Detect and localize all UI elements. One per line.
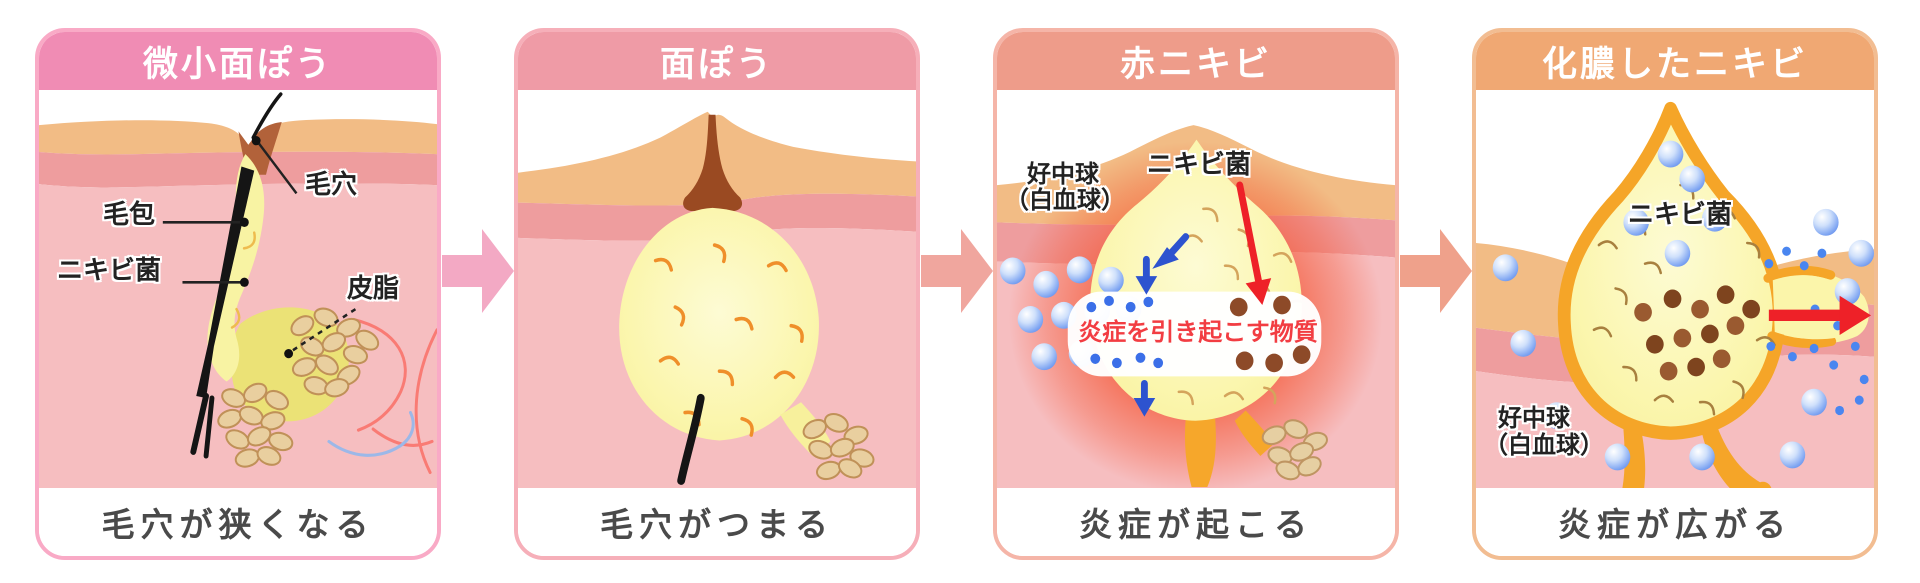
panel-pus-pimple: 化膿したニキビ [1472,28,1878,560]
rupture-lips [1763,265,1837,349]
panel-comedo-caption: 毛穴がつまる [518,488,916,556]
follicle-sac [207,154,265,382]
label-inflammation-substance: 炎症を引き起こす物質 [1078,318,1318,346]
panel-comedo-title: 面ぽう [518,32,916,90]
red-arrow-icon [1768,295,1872,336]
inflammation-box [1067,291,1322,377]
flow-arrow-2 [920,229,993,313]
flow-arrow-3-wrap [1399,28,1472,560]
flow-arrow-3 [1399,229,1472,313]
label-pore: 毛穴 [305,170,358,200]
surface-hair [251,92,283,140]
pore-plug [683,114,743,211]
label-sebum: 皮脂 [347,274,400,304]
panel-pus-pimple-title: 化膿したニキビ [1476,32,1874,90]
panel-red-pimple-caption: 炎症が起こる [997,488,1395,556]
flow-arrow-1 [441,229,514,313]
comedo-drawing [518,111,916,488]
blood-vessels [327,317,437,475]
flow-arrow-2-wrap [920,28,993,560]
panel-comedo-illustration [518,90,916,488]
inflammation-brown-dots [1229,295,1311,373]
label-follicle: 毛包 [103,200,156,230]
label-neutrophil: 好中球 [1498,404,1570,432]
neutrophil-spheres [1492,140,1874,471]
blue-arrow-icons [1133,233,1190,417]
panel-microcomedo-title: 微小面ぽう [39,32,437,90]
leader-lines [162,136,357,359]
pus-pimple-drawing [1476,101,1874,488]
panel-red-pimple-illustration: 好中球 （白血球） ニキビ菌 炎症を引き起こす物質 [997,90,1395,488]
red-arrow-icon [1236,181,1272,306]
panel-red-pimple-title: 赤ニキビ [997,32,1395,90]
panel-red-pimple: 赤ニキビ [993,28,1399,560]
hair [677,393,705,485]
microcomedo-drawing [39,92,437,488]
label-bacteria: ニキビ菌 [1628,200,1733,230]
red-pimple-drawing [997,125,1395,488]
stems [1622,422,1772,488]
label-neutrophil-paren: （白血球） [1005,186,1125,214]
panel-microcomedo: 微小面ぽう [35,28,441,560]
label-bacteria: ニキビ菌 [1147,150,1252,180]
panel-comedo: 面ぽう [514,28,920,560]
gland-spout [1234,410,1275,456]
panel-pus-pimple-illustration: ニキビ菌 好中球 （白血球） [1476,90,1874,488]
label-neutrophil-paren: （白血球） [1484,431,1604,459]
panel-microcomedo-caption: 毛穴が狭くなる [39,488,437,556]
stem [1184,418,1216,487]
label-bacteria: ニキビ菌 [57,256,162,286]
flow-arrow-1-wrap [441,28,514,560]
panel-microcomedo-illustration: 毛穴 毛包 ニキビ菌 皮脂 [39,90,437,488]
bacteria-dots [1634,285,1761,381]
panel-pus-pimple-caption: 炎症が広がる [1476,488,1874,556]
inflammation-blue-dots [1086,295,1164,369]
label-neutrophil: 好中球 [1027,160,1099,188]
